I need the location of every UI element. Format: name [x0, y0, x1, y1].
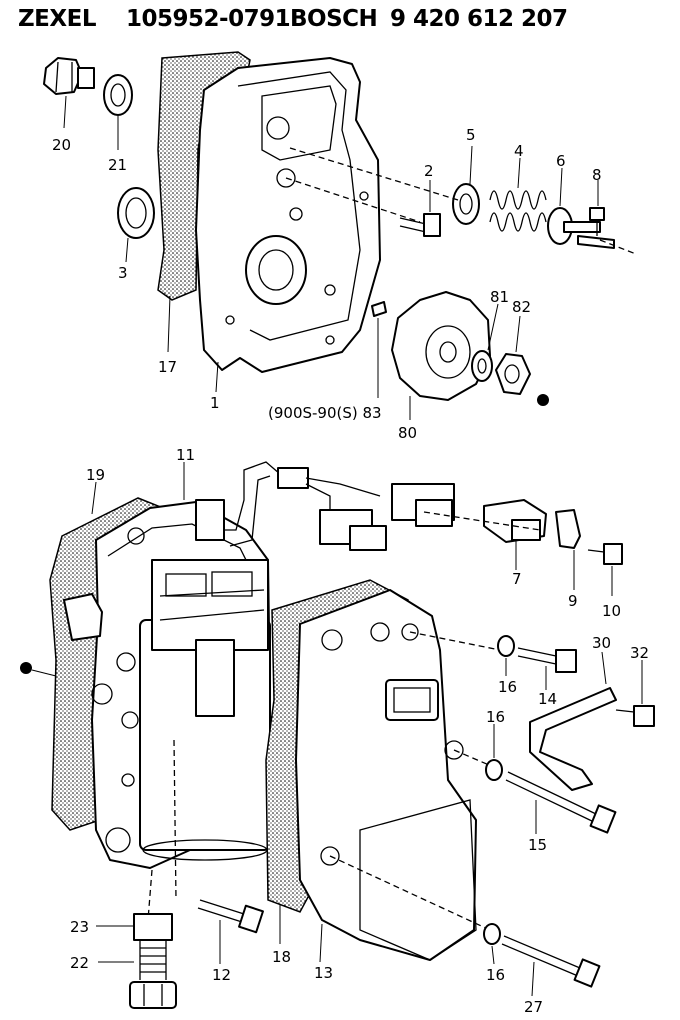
part-30-bracket — [529, 651, 617, 791]
part-16a-washer — [497, 635, 515, 676]
part-82-nut — [495, 315, 531, 395]
callout-81: 81 — [490, 288, 509, 306]
callout-82: 82 — [512, 298, 531, 316]
callout-18: 18 — [272, 948, 291, 966]
part-23-fitting — [96, 913, 173, 980]
callout-20: 20 — [52, 136, 71, 154]
part-12-bolt — [197, 899, 264, 964]
actuator-unit — [151, 559, 269, 717]
part-4-spring — [489, 157, 547, 232]
callout-15: 15 — [528, 836, 547, 854]
callout-30: 30 — [592, 634, 611, 652]
part-20-plug — [43, 57, 95, 129]
part-83-key — [371, 301, 387, 317]
part-15-bolt — [505, 771, 617, 834]
part-81-washer — [471, 303, 499, 382]
callout-16-middle: 16 — [486, 708, 505, 726]
callout-16-upper: 16 — [498, 678, 517, 696]
part-11-harness — [183, 461, 455, 551]
callout-83: (900S-90(S) 83 — [268, 404, 382, 422]
callout-5: 5 — [466, 126, 476, 144]
part-10-screw — [587, 543, 623, 596]
callout-11: 11 — [176, 446, 195, 464]
assembly-marker-top — [537, 394, 549, 406]
part-16c-washer — [483, 923, 501, 965]
callout-32: 32 — [630, 644, 649, 662]
top-assembly — [43, 51, 637, 420]
callout-22: 22 — [70, 954, 89, 972]
callout-14: 14 — [538, 690, 557, 708]
part-5-collar — [452, 145, 480, 225]
part-22-nut — [98, 961, 177, 1009]
assembly-marker-bottom — [20, 662, 32, 674]
callout-17: 17 — [158, 358, 177, 376]
bottom-assembly — [20, 461, 655, 1009]
brand-bosch: BOSCH — [290, 6, 378, 32]
part-9-clip — [555, 509, 581, 590]
callout-13: 13 — [314, 964, 333, 982]
callout-2: 2 — [424, 162, 434, 180]
callout-3: 3 — [118, 264, 128, 282]
callout-1: 1 — [210, 394, 220, 412]
callout-8: 8 — [592, 166, 602, 184]
part-32-bolt — [615, 660, 655, 727]
part-3-seal — [117, 187, 155, 263]
part-2-bolt — [399, 180, 441, 237]
callout-labels: 20 21 3 17 1 2 5 4 6 8 81 82 (900S-90(S)… — [52, 126, 649, 1016]
callout-21: 21 — [108, 156, 127, 174]
callout-12: 12 — [212, 966, 231, 984]
callout-80: 80 — [398, 424, 417, 442]
callout-23: 23 — [70, 918, 89, 936]
callout-9: 9 — [568, 592, 578, 610]
part-6-shaft — [547, 167, 615, 249]
callout-27: 27 — [524, 998, 543, 1016]
part-27-bolt — [501, 935, 601, 997]
callout-16-lower: 16 — [486, 966, 505, 984]
callout-6: 6 — [556, 152, 566, 170]
part-7-connector — [483, 499, 547, 570]
part-number-zexel: 105952-0791 — [126, 6, 291, 32]
callout-19: 19 — [86, 466, 105, 484]
part-8-screw — [589, 180, 605, 236]
callout-10: 10 — [602, 602, 621, 620]
part-16b-washer — [485, 724, 503, 781]
callout-7: 7 — [512, 570, 522, 588]
part-21-washer — [103, 74, 133, 150]
part-13-cover — [265, 579, 477, 963]
part-1-governor-housing — [195, 57, 381, 393]
part-14-bolt — [517, 647, 577, 690]
brand-zexel: ZEXEL — [18, 6, 97, 32]
part-number-bosch: 9 420 612 207 — [390, 6, 568, 32]
callout-4: 4 — [514, 142, 524, 160]
